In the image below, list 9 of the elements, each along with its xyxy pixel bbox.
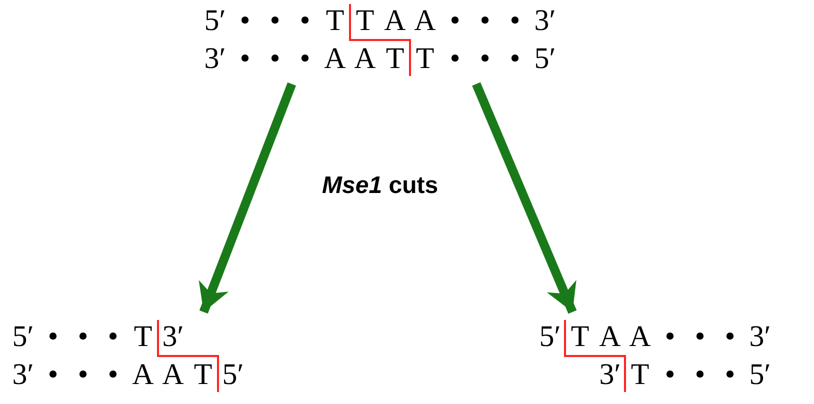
sequence-text: 5′ T A A • • • 3′ bbox=[538, 319, 772, 355]
enzyme-label: Mse1 cuts bbox=[322, 172, 438, 200]
arrow bbox=[472, 82, 577, 314]
arrow bbox=[198, 82, 296, 314]
sequence-text: 3′ • • • A A T T • • • 5′ bbox=[203, 41, 557, 77]
sequence-text: 5′ • • • T 3′ bbox=[11, 319, 185, 355]
sequence-text: 5′ • • • T T A A • • • 3′ bbox=[203, 3, 557, 39]
sequence-text: 3′ T • • • 5′ bbox=[598, 357, 772, 393]
sequence-text: 3′ • • • A A T 5′ bbox=[11, 357, 245, 393]
